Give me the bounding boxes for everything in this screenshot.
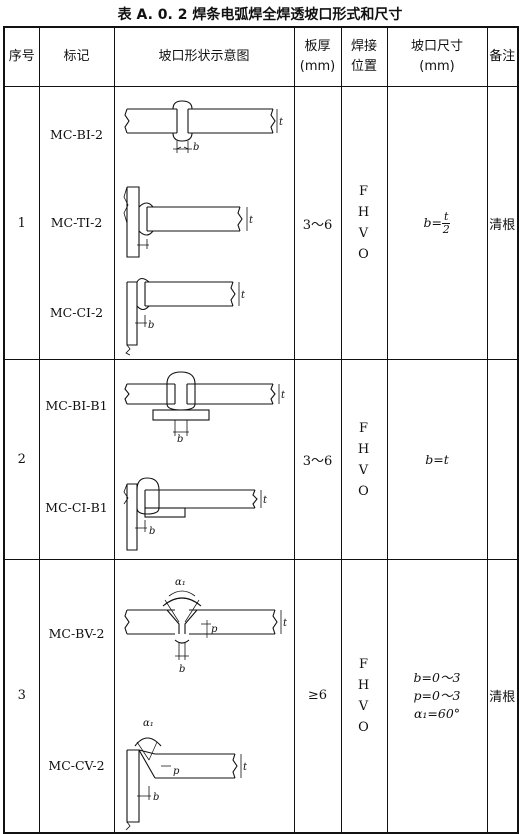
label-t: t xyxy=(281,390,286,401)
row-no: 1 xyxy=(3,86,40,360)
row-remark xyxy=(486,359,519,560)
label-p: p xyxy=(173,766,180,777)
mark-label: MC-CI-B1 xyxy=(45,500,108,515)
header-position-line1: 焊接 xyxy=(350,39,377,54)
diagram-mc-ti-2 xyxy=(123,186,247,258)
label-alpha: α₁ xyxy=(175,577,186,588)
label-b: b xyxy=(148,320,154,331)
row-marks: MC-BV-2 MC-CV-2 xyxy=(38,559,115,833)
header-thickness-name: 板厚 xyxy=(304,39,331,54)
row-positions: F H V O xyxy=(340,359,388,560)
header-thickness-unit: (mm) xyxy=(299,59,336,74)
label-t: t xyxy=(279,117,284,128)
row-thickness: 3～6 xyxy=(293,86,342,360)
diagram-mc-bv-2 xyxy=(123,590,281,660)
groove-line: α₁=60° xyxy=(413,705,461,721)
mark-label: MC-BV-2 xyxy=(48,626,105,641)
row-diagrams: b t b t xyxy=(113,359,295,560)
row-remark: 清根 xyxy=(486,559,519,833)
position-letter: H xyxy=(357,677,371,693)
label-t: t xyxy=(243,762,248,773)
table-row: 1 MC-BI-2 MC-TI-2 MC-CI-2 b t xyxy=(3,86,519,360)
position-letter: O xyxy=(358,719,370,735)
groove-numerator: t xyxy=(442,209,451,224)
label-t: t xyxy=(241,290,246,301)
row-positions: F H V O xyxy=(340,86,388,360)
row-thickness: 3～6 xyxy=(293,359,342,560)
label-t: t xyxy=(263,495,268,506)
header-remark: 备注 xyxy=(486,26,519,87)
diagram-mc-cv-2 xyxy=(125,737,241,831)
label-alpha: α₁ xyxy=(143,718,154,729)
header-row: 序号 标记 坡口形状示意图 板厚 (mm) 焊接位置 坡口尺寸 (mm) 备注 xyxy=(3,26,519,87)
groove-prefix: b= xyxy=(423,214,443,230)
label-t: t xyxy=(283,618,288,629)
header-position: 焊接位置 xyxy=(340,26,388,87)
groove-table: 序号 标记 坡口形状示意图 板厚 (mm) 焊接位置 坡口尺寸 (mm) 备注 1 … xyxy=(3,26,519,834)
row-remark: 清根 xyxy=(486,86,519,360)
groove-line: p=0～3 xyxy=(413,687,461,703)
header-mark: 标记 xyxy=(38,26,115,87)
position-letter: H xyxy=(357,441,371,457)
mark-label: MC-TI-2 xyxy=(50,215,103,230)
header-position-line2: 位置 xyxy=(350,59,377,74)
label-b: b xyxy=(153,792,159,803)
position-letter: F xyxy=(358,656,370,672)
groove-diagrams-row1: b t t xyxy=(123,100,284,356)
label-b: b xyxy=(193,142,199,153)
diagram-mc-ci-b1 xyxy=(123,477,261,551)
position-letter: H xyxy=(357,205,371,220)
table-row: 2 MC-BI-B1 MC-CI-B1 b t xyxy=(3,359,519,560)
row-no: 2 xyxy=(3,359,40,560)
mark-label: MC-CV-2 xyxy=(48,758,105,773)
label-b: b xyxy=(149,526,155,537)
position-letter: F xyxy=(358,420,370,436)
position-letter: O xyxy=(358,483,370,499)
header-groove: 坡口尺寸 (mm) xyxy=(386,26,488,87)
mark-label: MC-BI-B1 xyxy=(45,398,108,413)
groove-diagrams-row2: b t b t xyxy=(123,371,286,551)
groove-denominator: 2 xyxy=(442,222,450,236)
row-groove: b=t xyxy=(386,359,488,560)
position-letter: V xyxy=(358,462,370,478)
row-diagrams: α₁ b p t α₁ b p xyxy=(113,559,295,833)
position-letter: V xyxy=(358,226,370,241)
row-marks: MC-BI-B1 MC-CI-B1 xyxy=(38,359,115,560)
row-thickness: ≥6 xyxy=(293,559,342,833)
label-p: p xyxy=(211,624,218,635)
diagram-mc-bi-b1 xyxy=(123,371,279,436)
header-diagram: 坡口形状示意图 xyxy=(113,26,295,87)
header-thickness: 板厚 (mm) xyxy=(293,26,342,87)
mark-label: MC-CI-2 xyxy=(49,305,104,320)
position-letter: V xyxy=(358,698,370,714)
diagram-mc-ci-2 xyxy=(124,277,239,356)
row-no: 3 xyxy=(3,559,40,833)
row-positions: F H V O xyxy=(340,559,388,833)
row-groove: b=0～3 p=0～3 α₁=60° xyxy=(386,559,488,833)
page-title: 表 A. 0. 2 焊条电弧焊全焊透坡口形式和尺寸 xyxy=(117,7,403,23)
header-groove-unit: (mm) xyxy=(419,59,455,74)
position-letter: F xyxy=(358,184,370,199)
label-t: t xyxy=(249,215,254,226)
label-b: b xyxy=(179,664,185,675)
table-row: 3 MC-BV-2 MC-CV-2 α₁ b xyxy=(3,559,519,833)
header-no: 序号 xyxy=(3,26,40,87)
header-groove-name: 坡口尺寸 xyxy=(410,39,463,54)
mark-label: MC-BI-2 xyxy=(50,127,103,142)
label-b: b xyxy=(177,434,183,445)
position-letter: O xyxy=(358,247,370,262)
groove-line: b=0～3 xyxy=(413,669,461,685)
diagram-mc-bi-2 xyxy=(123,100,277,153)
row-diagrams: b t t xyxy=(113,86,295,360)
row-marks: MC-BI-2 MC-TI-2 MC-CI-2 xyxy=(38,86,115,360)
groove-diagrams-row3: α₁ b p t α₁ b p xyxy=(123,577,288,831)
